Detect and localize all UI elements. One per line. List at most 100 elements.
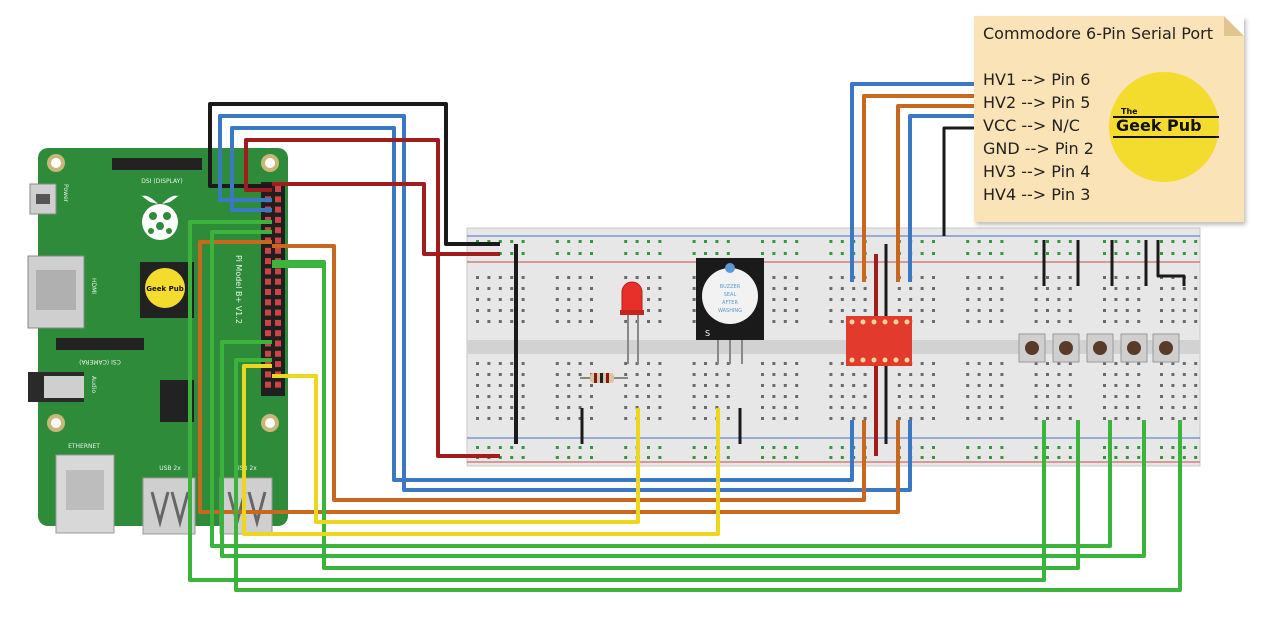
breadboard-hole [658,287,662,290]
breadboard-hole [647,373,650,376]
breadboard-hole [476,309,479,312]
breadboard-channel [467,340,1200,354]
breadboard-hole [498,384,502,387]
audio-jack-body [44,376,84,398]
mounting-hole-center [265,418,275,428]
breadboard-hole [1103,298,1106,301]
gpio-pin [265,299,271,306]
breadboard-hole [1114,309,1118,312]
breadboard-hole [476,240,479,243]
breadboard-hole [920,287,924,290]
breadboard-hole [1182,362,1186,365]
breadboard-hole [932,384,935,387]
breadboard-hole [989,456,992,459]
breadboard-hole [624,417,628,420]
breadboard-hole [704,395,707,398]
breadboard-hole [1046,456,1049,459]
breadboard-hole [1182,309,1186,312]
breadboard-hole [863,287,867,290]
breadboard-hole [476,417,479,420]
breadboard-hole [1057,309,1061,312]
breadboard-hole [498,417,502,420]
breadboard-hole [692,406,696,409]
shifter-pad [860,319,866,325]
breadboard-hole [1194,362,1198,365]
breadboard-hole [761,395,764,398]
breadboard-hole [1160,298,1163,301]
breadboard-hole [715,362,719,365]
breadboard-hole [521,456,525,459]
breadboard-hole [567,240,571,243]
breadboard-hole [1171,287,1175,290]
breadboard-hole [852,395,856,398]
breadboard-hole [578,252,582,255]
breadboard-hole [658,362,662,365]
level-shifter [846,316,912,366]
breadboard-hole [1068,456,1072,459]
breadboard-hole [1103,276,1106,279]
wire-green-btn5 [234,358,1182,592]
breadboard-hole [624,456,628,459]
breadboard-hole [1000,252,1004,255]
breadboard-hole [1171,373,1175,376]
gpio-pin [265,309,271,316]
breadboard-hole [578,276,582,279]
breadboard-hole [840,384,844,387]
breadboard-hole [567,309,571,312]
breadboard-hole [624,406,628,409]
note-line-hv2: HV2 --> Pin 5 [983,93,1091,112]
breadboard-hole [578,309,582,312]
dsi-connector [112,158,202,170]
breadboard-hole [487,417,491,420]
breadboard-hole [977,276,981,279]
breadboard-hole [989,309,992,312]
breadboard-hole [1103,417,1106,420]
breadboard-hole [578,287,582,290]
breadboard-hole [1125,417,1129,420]
breadboard-hole [1137,320,1141,323]
breadboard-hole [863,417,867,420]
breadboard-hole [783,373,787,376]
breadboard-hole [498,287,502,290]
breadboard-hole [487,287,491,290]
breadboard-hole [909,298,913,301]
breadboard-hole [1046,240,1049,243]
breadboard-hole [795,252,799,255]
breadboard-hole [1125,240,1129,243]
breadboard-hole [624,446,628,449]
breadboard-hole [1057,395,1061,398]
serial-port-note: Commodore 6-Pin Serial Port HV1 --> Pin … [974,16,1244,222]
breadboard-hole [1034,406,1038,409]
breadboard-hole [920,252,924,255]
breadboard-hole [658,373,662,376]
wire-yellow-1 [272,374,640,524]
breadboard-hole [1034,276,1038,279]
breadboard-hole [635,395,639,398]
breadboard-hole [852,406,856,409]
breadboard-hole [567,252,571,255]
breadboard-hole [966,395,970,398]
breadboard-hole [726,446,730,449]
breadboard-hole [1171,384,1175,387]
level-shifter-board [846,316,912,366]
gpio-pin [265,319,271,326]
breadboard-hole [932,276,935,279]
breadboard-hole [1182,298,1186,301]
breadboard-hole [1182,287,1186,290]
breadboard-hole [920,395,924,398]
breadboard-hole [521,287,525,290]
buzzer-module: BUZZER SEAL AFTER WASHING S [696,258,764,364]
breadboard-hole [772,417,776,420]
breadboard-hole [1114,446,1118,449]
breadboard-hole [726,456,730,459]
breadboard-hole [932,298,935,301]
breadboard-hole [1114,298,1118,301]
breadboard-hole [704,456,707,459]
breadboard-hole [989,362,992,365]
breadboard-hole [989,287,992,290]
breadboard-hole [977,362,981,365]
breadboard-hole [1160,446,1163,449]
breadboard-hole [704,446,707,449]
breadboard-hole [840,373,844,376]
breadboard-hole [840,298,844,301]
